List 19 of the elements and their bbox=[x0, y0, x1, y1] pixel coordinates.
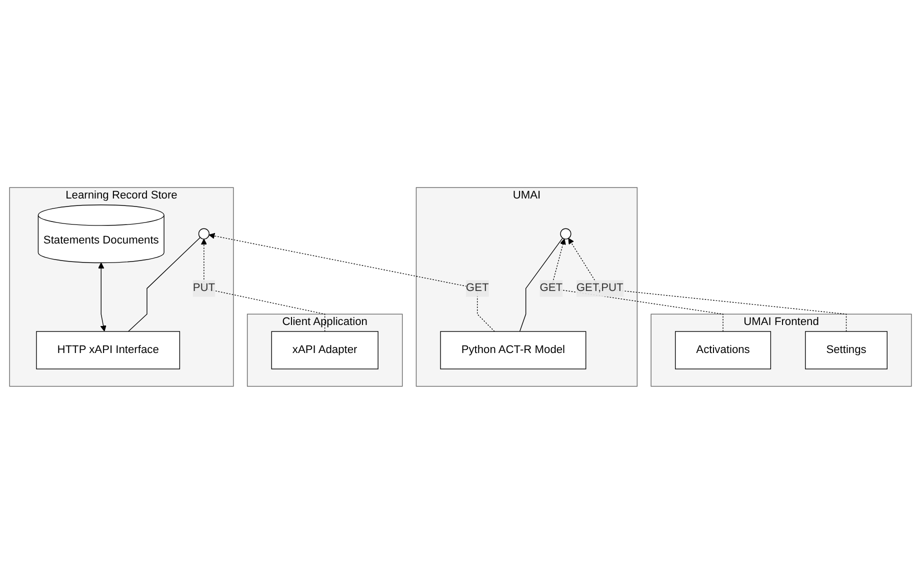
node-title: UMAI Frontend bbox=[744, 316, 819, 328]
interface-circle bbox=[198, 228, 210, 240]
connector-line bbox=[128, 237, 201, 332]
component-box: Settings bbox=[805, 331, 888, 370]
node-title: Learning Record Store bbox=[66, 190, 178, 202]
component-box: Activations bbox=[675, 331, 772, 370]
interface-circle bbox=[560, 228, 572, 240]
node-title: UMAI bbox=[512, 190, 541, 202]
component-box: Python ACT-R Model bbox=[440, 331, 586, 370]
component-box: HTTP xAPI Interface bbox=[36, 331, 180, 370]
node-title: Client Application bbox=[282, 316, 368, 328]
component-box: xAPI Adapter bbox=[271, 331, 378, 370]
arrow bbox=[208, 233, 495, 332]
arrow bbox=[568, 238, 847, 332]
connector-line bbox=[519, 238, 563, 332]
arrow bbox=[200, 238, 326, 332]
arrow bbox=[98, 262, 106, 332]
arrow bbox=[550, 238, 724, 332]
database-cylinder: Statements Documents bbox=[38, 204, 164, 264]
